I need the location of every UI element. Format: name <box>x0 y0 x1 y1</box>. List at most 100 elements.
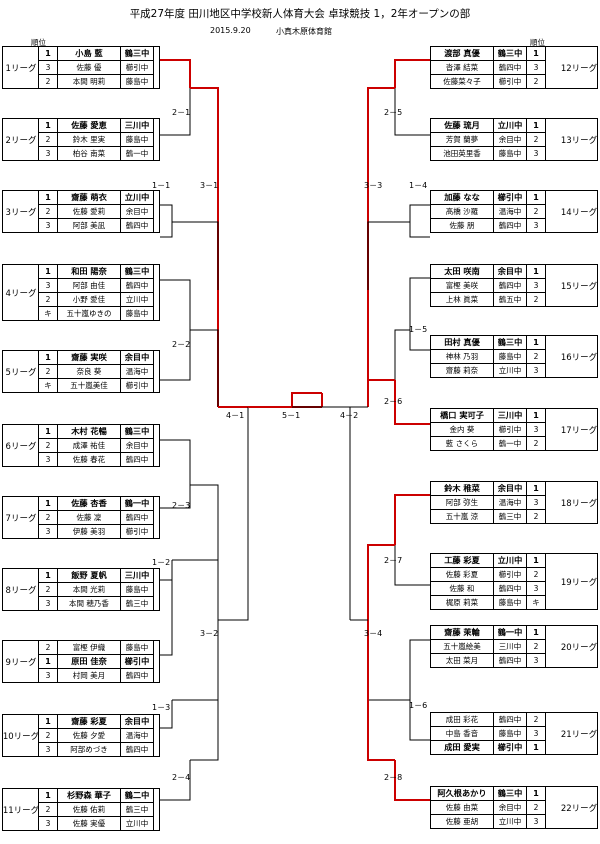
bracket-line <box>160 279 191 381</box>
rank-cell: 2 <box>526 509 546 524</box>
round-label: 2－3 <box>172 501 191 510</box>
round-label: 1－5 <box>409 325 428 334</box>
school-name: 藤島中 <box>493 595 527 610</box>
bracket-line <box>409 222 430 238</box>
bracket-line <box>160 560 173 656</box>
player-name: 上林 眞菜 <box>430 292 494 307</box>
league-label: 9リーグ <box>5 657 37 668</box>
league-label: 2リーグ <box>5 135 37 146</box>
school-name: 鶴四中 <box>120 452 154 467</box>
round-label: 2－2 <box>172 340 191 349</box>
bracket-line <box>367 221 410 290</box>
bracket-line <box>409 700 430 741</box>
round-label: 1－6 <box>409 701 428 710</box>
league-label: 6リーグ <box>5 441 37 452</box>
player-name: 伊藤 美羽 <box>57 524 121 539</box>
league-label: 7リーグ <box>5 513 37 524</box>
rank-cell: キ <box>526 595 546 610</box>
rank-cell: 3 <box>526 146 546 161</box>
league-label: 5リーグ <box>5 367 37 378</box>
rank-cell: 3 <box>526 814 546 829</box>
rank-cell: 3 <box>526 218 546 233</box>
league-label: 19リーグ <box>560 577 598 588</box>
bracket-line <box>190 484 219 620</box>
league-label: 8リーグ <box>5 585 37 596</box>
page-title: 平成27年度 田川地区中学校新人体育大会 卓球競技 1，2年オープンの部 <box>129 8 471 20</box>
bracket-line <box>160 88 191 136</box>
league-label: 11リーグ <box>2 805 40 816</box>
winner-path <box>291 392 322 407</box>
bracket-line <box>160 439 191 485</box>
school-name: 藤島中 <box>120 74 154 89</box>
league-label: 21リーグ <box>560 729 598 740</box>
round-label: 1－4 <box>409 181 428 190</box>
bracket-line <box>190 329 219 407</box>
round-label: 2－7 <box>384 556 403 565</box>
round-label: 4－1 <box>226 411 245 420</box>
league-label: 13リーグ <box>560 135 598 146</box>
rank-cell: 3 <box>526 422 546 437</box>
school-name: 櫛引中 <box>120 524 154 539</box>
winner-path <box>394 380 430 425</box>
round-label: 1－3 <box>152 703 171 712</box>
rank-cell: 2 <box>526 74 546 89</box>
school-name: 三川中 <box>120 568 154 583</box>
league-label: 16リーグ <box>560 352 598 363</box>
round-label: 2－6 <box>384 397 403 406</box>
winner-path <box>367 379 395 407</box>
bracket-line <box>190 700 219 761</box>
bracket-line <box>394 545 430 586</box>
player-name: 成田 愛実 <box>430 740 494 755</box>
league-label: 14リーグ <box>560 207 598 218</box>
school-name: 鶴四中 <box>120 668 154 683</box>
rank-cell: 3 <box>526 653 546 668</box>
league-label: 10リーグ <box>2 731 40 742</box>
bracket-line <box>394 329 410 380</box>
